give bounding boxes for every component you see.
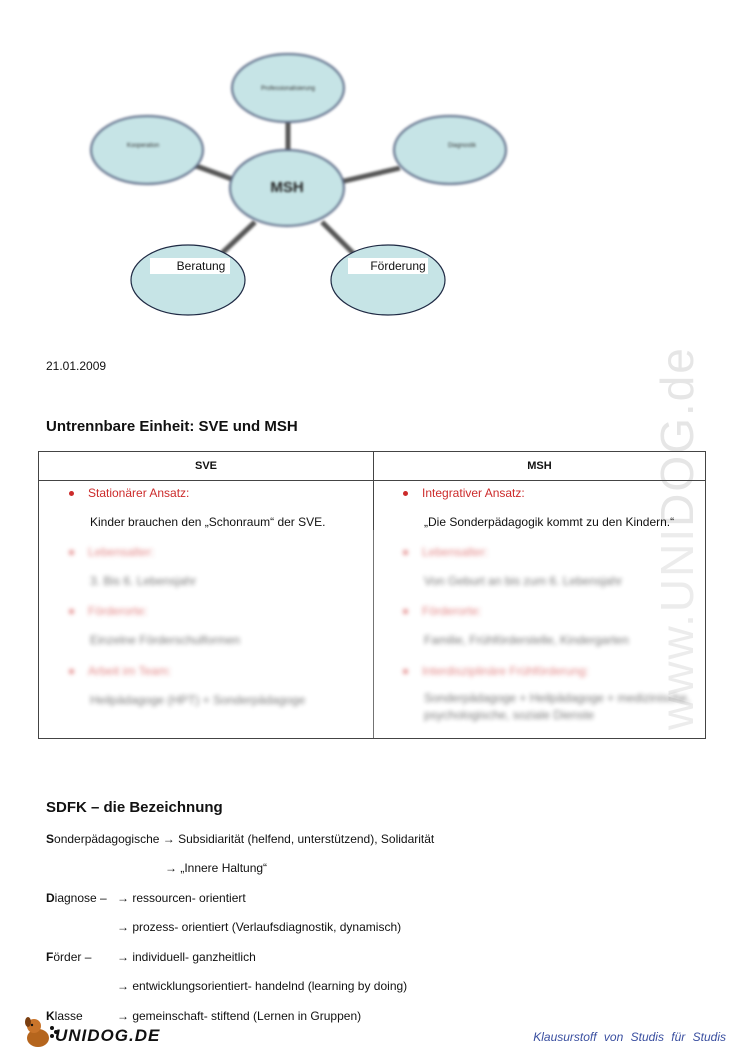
sdfk-line-4: → prozess- orientiert (Verlaufsdiagnosti… <box>117 920 402 934</box>
msh-item-1-label: Integrativer Ansatz: <box>403 486 525 500</box>
sdfk-line-7-term: Klasse <box>46 1009 83 1023</box>
column-divider <box>373 480 374 738</box>
node-bottom-left-label: Beratung <box>177 259 226 273</box>
comparison-table: SVE MSH Stationärer Ansatz: Kinder brauc… <box>38 451 706 739</box>
node-center-label: MSH <box>270 179 303 196</box>
section-heading-sdfk: SDFK – die Bezeichnung <box>46 799 223 816</box>
node-top <box>231 53 345 123</box>
bullet-icon <box>69 550 74 556</box>
msh-item-4-text: Sonderpädagoge + Heilpädagoge + medizini… <box>424 691 691 722</box>
sdfk-line-3-text: → ressourcen- orientiert <box>117 891 246 905</box>
sdfk-line-5-text: → individuell- ganzheitlich <box>117 950 256 964</box>
node-center <box>229 149 345 227</box>
sve-item-1-label: Stationärer Ansatz: <box>69 486 189 500</box>
unidog-logo-text: UNIDOG.DE <box>55 1026 161 1045</box>
node-bottom-right <box>330 244 446 316</box>
msh-item-2-label: Lebensalter: <box>403 545 488 559</box>
node-right-label: Diagnostik <box>448 143 477 149</box>
connector-bottom-left <box>218 220 257 257</box>
connector-bottom-right <box>320 220 357 257</box>
bullet-icon <box>403 609 408 615</box>
msh-item-3-text: Familie, Frühförderstelle, Kindergarten <box>424 633 629 647</box>
node-top-label: Professionalisierung <box>261 86 315 92</box>
label-bg-right <box>348 258 428 274</box>
bullet-icon <box>69 669 74 675</box>
node-bottom-left <box>130 244 246 316</box>
sdfk-line-1: Sonderpädagogische → Subsidiarität (helf… <box>46 832 435 846</box>
msh-item-3-label: Förderorte: <box>403 604 481 618</box>
msh-item-2-text: Von Geburt an bis zum 6. Lebensjahr <box>424 574 623 588</box>
msh-item-1-text: „Die Sonderpädagogik kommt zu den Kinder… <box>424 515 675 529</box>
date: 21.01.2009 <box>46 359 107 373</box>
dog-logo-icon <box>25 1017 58 1047</box>
node-right <box>393 115 507 185</box>
sve-item-2-text: 3. Bis 6. Lebensjahr <box>90 574 197 588</box>
sve-item-4-text: Heilpädagoge (HPT) + Sonderpädagoge <box>90 693 306 707</box>
sve-item-4-label: Arbeit im Team: <box>69 664 171 678</box>
sve-item-2-label: Lebensalter: <box>69 545 154 559</box>
node-left-label: Kooperation <box>127 143 159 149</box>
column-header-msh: MSH <box>373 452 706 481</box>
bullet-icon <box>403 550 408 556</box>
node-bottom-right-label: Förderung <box>370 259 425 273</box>
bullet-icon <box>69 491 74 497</box>
sve-item-3-text: Einzelne Förderschulformen <box>90 633 241 647</box>
bullet-icon <box>69 609 74 615</box>
sdfk-line-3-term: Diagnose – <box>46 891 107 905</box>
msh-item-4-label: Interdisziplinäre Frühförderung: <box>403 664 589 678</box>
sdfk-line-7-text: → gemeinschaft- stiftend (Lernen in Grup… <box>117 1009 362 1023</box>
column-header-sve: SVE <box>39 452 374 481</box>
sve-item-3-label: Förderorte: <box>69 604 147 618</box>
sdfk-line-5-term: Förder – <box>46 950 92 964</box>
blur-overlay <box>39 530 705 738</box>
footer-tagline: Klausurstoff von Studis für Studis <box>533 1030 726 1044</box>
sdfk-line-6: → entwicklungsorientiert- handelnd (lear… <box>117 979 408 993</box>
label-bg-left <box>150 258 230 274</box>
node-left <box>90 115 204 185</box>
msh-diagram: Professionalisierung Kooperation Diagnos… <box>90 53 507 316</box>
sve-item-1-text: Kinder brauchen den „Schonraum“ der SVE. <box>90 515 326 529</box>
sdfk-line-2: → „Innere Haltung“ <box>165 861 268 875</box>
bullet-icon <box>403 491 408 497</box>
bullet-icon <box>403 669 408 675</box>
connector-right <box>339 165 401 185</box>
section-heading-einheit: Untrennbare Einheit: SVE und MSH <box>46 418 298 435</box>
